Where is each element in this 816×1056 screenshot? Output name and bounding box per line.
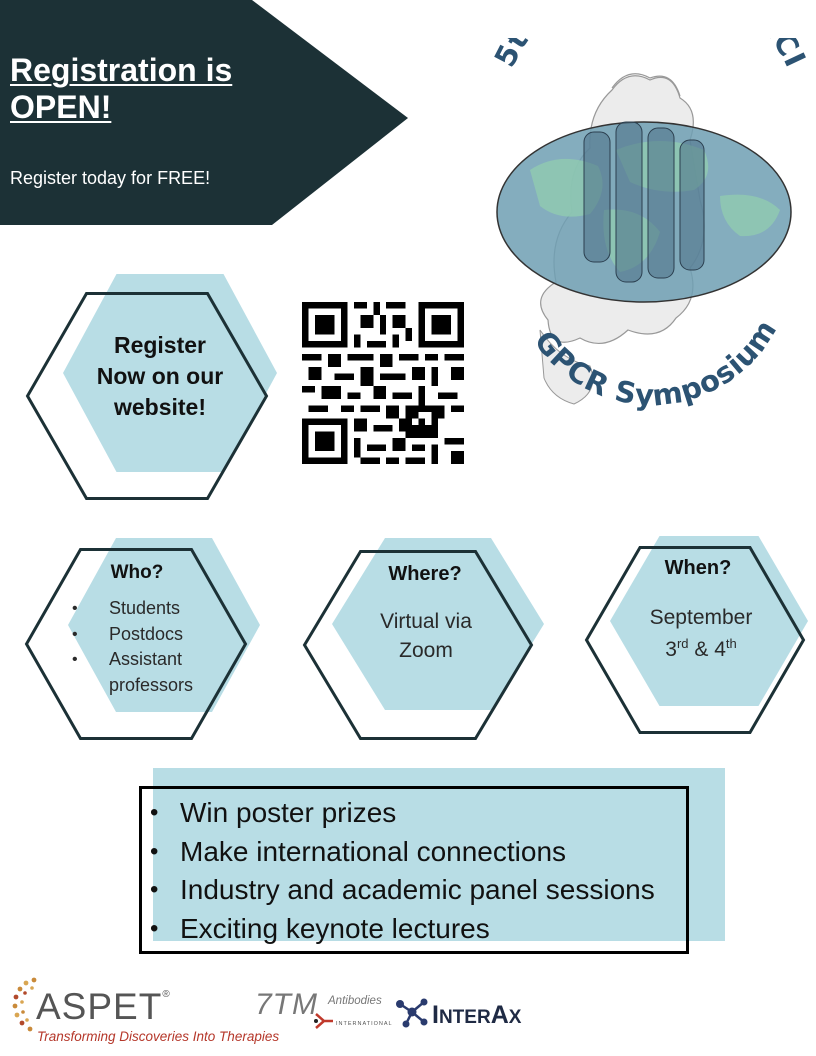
who-list: Students Postdocs Assistant professors bbox=[72, 596, 193, 698]
when-day2: 4 bbox=[714, 638, 726, 661]
list-item: Postdocs bbox=[72, 622, 193, 648]
interax-logo: INTERAX bbox=[432, 1001, 521, 1030]
cta-line: Now on our bbox=[96, 363, 224, 389]
interax-molecule-icon bbox=[396, 998, 428, 1028]
cta-line: Register bbox=[113, 332, 207, 358]
where-line: Virtual via bbox=[380, 610, 472, 633]
protein-helices bbox=[583, 121, 705, 283]
interax-letter: I bbox=[432, 1001, 439, 1029]
who-hex-outline bbox=[24, 548, 248, 740]
logo-title-top: 5th Transatlantic ECI bbox=[488, 38, 808, 72]
registration-heading-line2: OPEN! bbox=[10, 89, 112, 125]
where-heading: Where? bbox=[388, 563, 462, 585]
when-amp: & bbox=[688, 638, 715, 661]
benefit-item: Win poster prizes bbox=[148, 794, 655, 833]
cta-line: website! bbox=[113, 394, 207, 420]
benefit-item: Exciting keynote lectures bbox=[148, 910, 655, 949]
when-hex-outline bbox=[584, 546, 806, 734]
cta-hex-outline bbox=[25, 292, 269, 500]
aspet-logo: ASPET® bbox=[36, 986, 171, 1028]
list-item: professors bbox=[109, 674, 194, 695]
svg-text:5th Transatlantic ECI: 5th Transatlantic ECI bbox=[488, 38, 808, 72]
where-hex-outline bbox=[302, 550, 534, 740]
where-line: Zoom bbox=[399, 639, 453, 662]
benefit-item: Make international connections bbox=[148, 833, 655, 872]
registration-heading: Registration is OPEN! bbox=[10, 52, 232, 126]
symposium-logo: 5th Transatlantic ECI GPCR Symposium bbox=[488, 38, 808, 413]
interax-letter: X bbox=[508, 1007, 522, 1028]
registration-heading-line1: Registration is bbox=[10, 52, 233, 88]
antibody-icon bbox=[314, 1013, 333, 1029]
benefit-item: Industry and academic panel sessions bbox=[148, 871, 655, 910]
7tm-international-label: INTERNATIONAL bbox=[336, 1021, 393, 1027]
who-heading: Who? bbox=[110, 562, 164, 583]
7tm-antibodies-label: Antibodies bbox=[328, 995, 382, 1007]
when-dates: 3rd & 4th bbox=[626, 634, 776, 666]
qr-code-icon[interactable] bbox=[302, 302, 464, 464]
aspet-dots-icon bbox=[12, 977, 37, 1032]
7tm-logo: 7TM bbox=[255, 988, 318, 1021]
list-item: Assistant bbox=[72, 647, 193, 673]
where-details: Virtual via Zoom bbox=[356, 607, 496, 665]
interax-letter: A bbox=[490, 1001, 509, 1029]
when-day1-suffix: rd bbox=[676, 636, 689, 651]
aspet-name: ASPET bbox=[36, 986, 163, 1027]
when-details: September 3rd & 4th bbox=[626, 602, 776, 666]
aspet-registered-mark: ® bbox=[162, 989, 171, 1000]
registration-subtitle: Register today for FREE! bbox=[10, 168, 211, 188]
when-day2-suffix: th bbox=[725, 636, 737, 651]
aspet-tagline: Transforming Discoveries Into Therapies bbox=[37, 1029, 280, 1044]
when-day1: 3 bbox=[665, 638, 677, 661]
list-item: Students bbox=[72, 596, 193, 622]
benefits-list: Win poster prizes Make international con… bbox=[148, 794, 655, 948]
interax-letters: NTER bbox=[438, 1007, 491, 1028]
when-month: September bbox=[649, 606, 753, 629]
register-now-link[interactable]: Register Now on our website! bbox=[70, 330, 250, 423]
benefits-box bbox=[139, 786, 689, 954]
when-heading: When? bbox=[664, 557, 732, 579]
